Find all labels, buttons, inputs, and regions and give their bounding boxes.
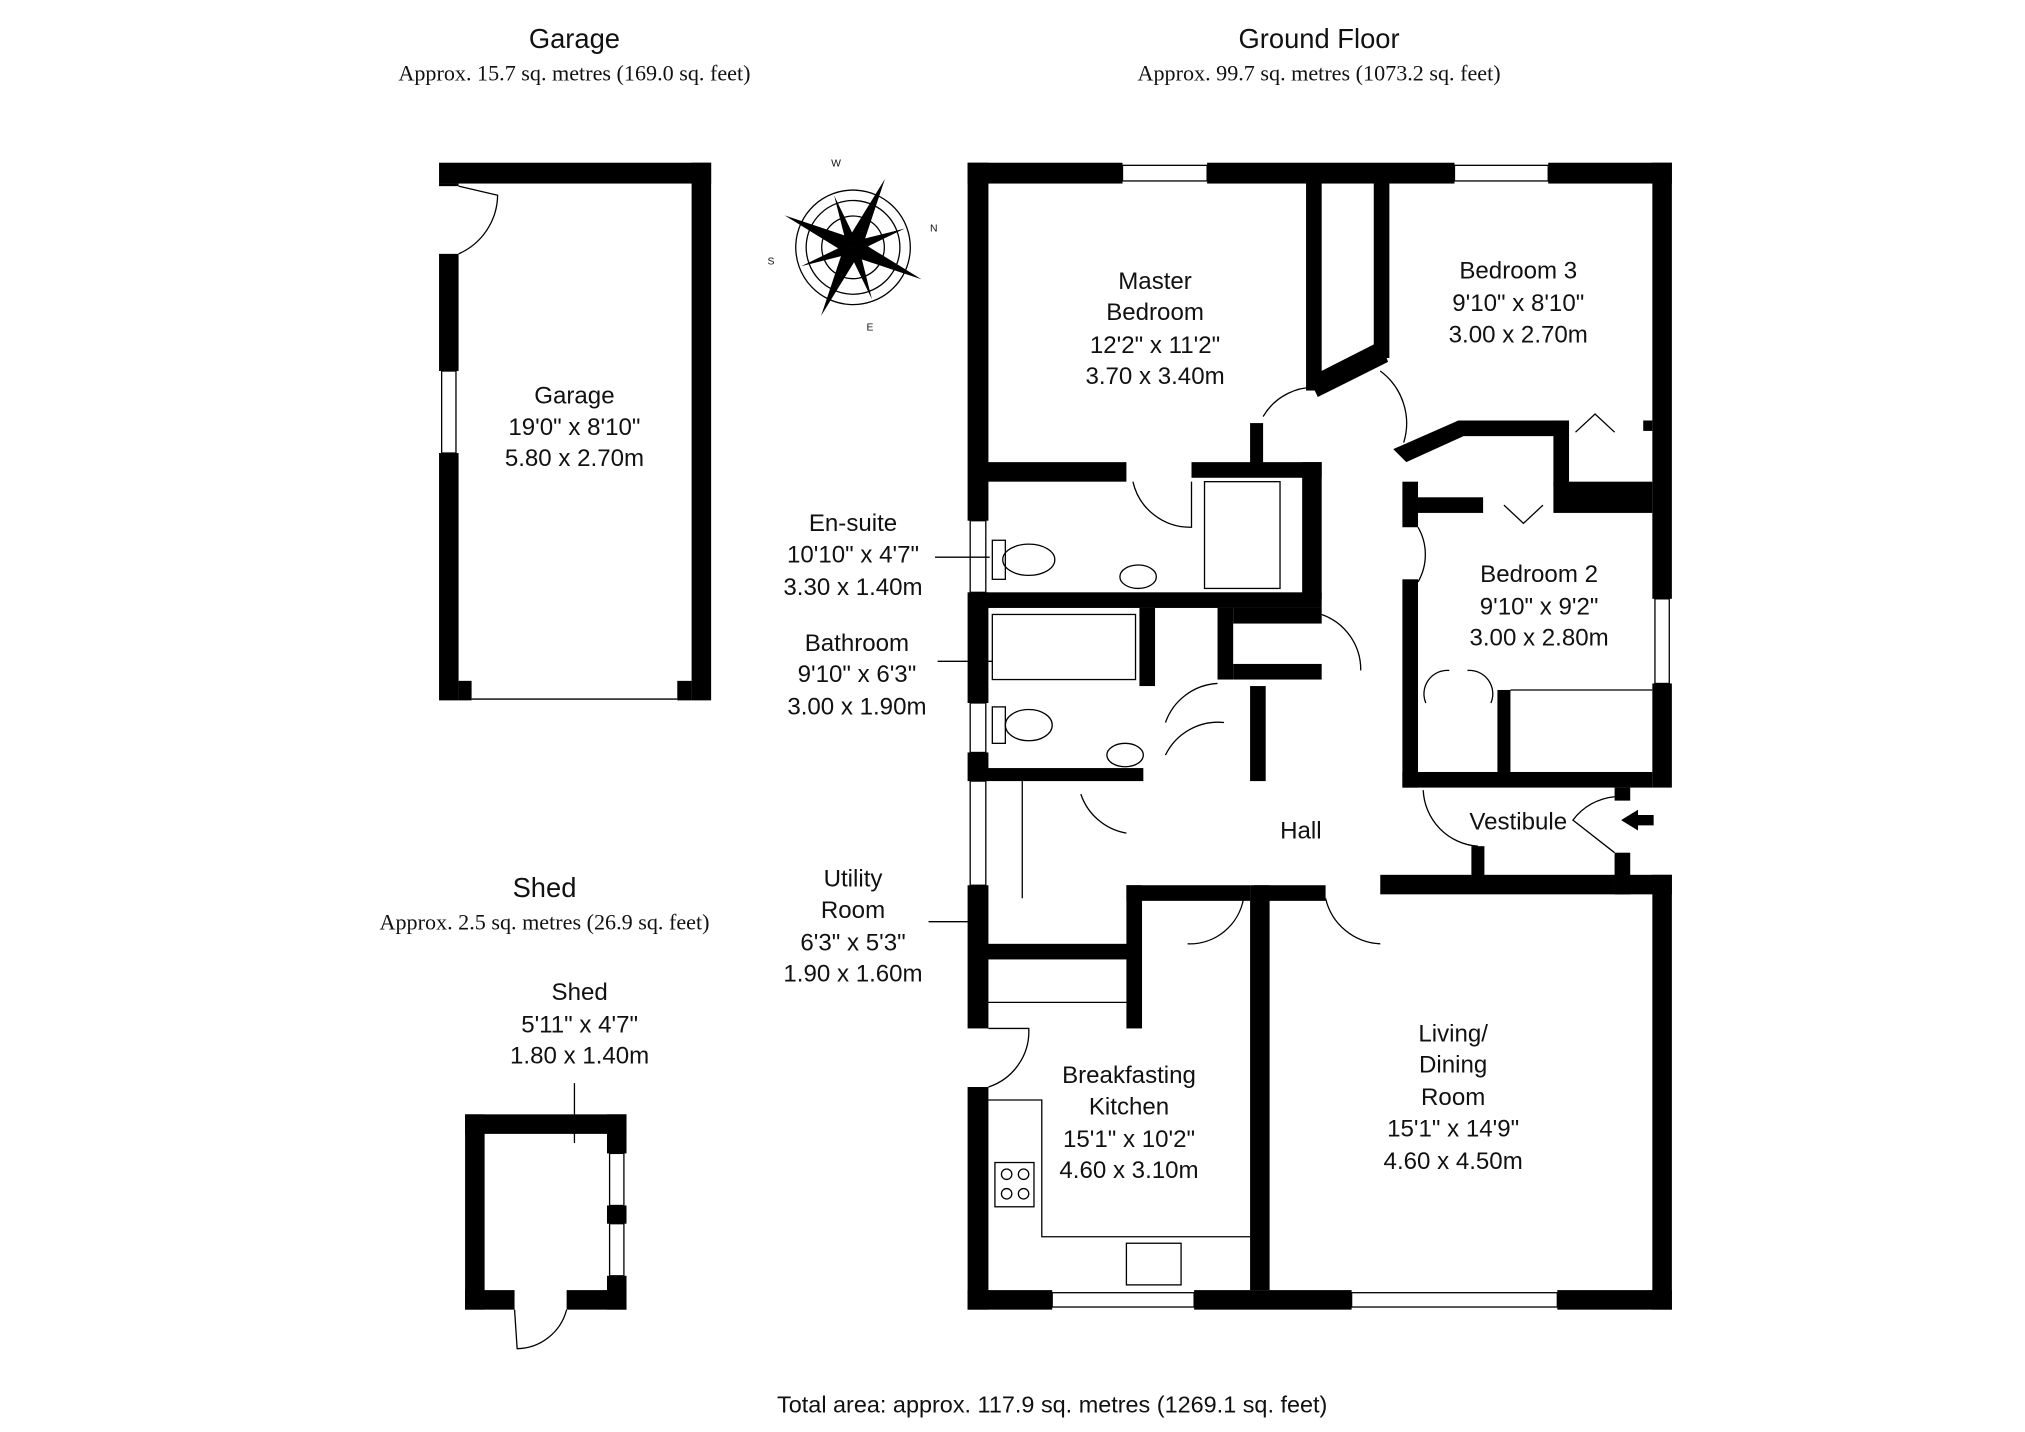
kitchen-metric: 4.60 x 3.10m <box>1059 1157 1198 1184</box>
master-metric: 3.70 x 3.40m <box>1085 363 1224 390</box>
entrance-arrow-icon <box>1621 809 1654 831</box>
bathroom-metric: 3.00 x 1.90m <box>787 694 926 721</box>
total-area: Total area: approx. 117.9 sq. metres (12… <box>777 1391 1327 1417</box>
bedroom2-imperial: 9'10" x 9'2" <box>1480 593 1599 620</box>
living-name-3: Room <box>1421 1084 1485 1111</box>
room-hall: Hall <box>1280 817 1321 844</box>
bedroom3-metric: 3.00 x 2.70m <box>1449 321 1588 348</box>
utility-metric: 1.90 x 1.60m <box>783 961 922 988</box>
compass-s: S <box>768 256 775 267</box>
room-vestibule: Vestibule <box>1469 808 1567 835</box>
bathroom-name: Bathroom <box>805 630 909 657</box>
room-utility: Utility Room 6'3" x 5'3" 1.90 x 1.60m <box>783 866 922 988</box>
compass-rose-icon <box>784 178 922 316</box>
master-imperial: 12'2" x 11'2" <box>1090 332 1220 359</box>
garage-title: Garage <box>529 23 620 54</box>
compass-n: N <box>930 224 938 235</box>
living-name-2: Dining <box>1419 1052 1487 1079</box>
room-bedroom-3: Bedroom 3 9'10" x 8'10" 3.00 x 2.70m <box>1449 258 1588 349</box>
shed-area: Approx. 2.5 sq. metres (26.9 sq. feet) <box>380 909 710 934</box>
ground-floor-area: Approx. 99.7 sq. metres (1073.2 sq. feet… <box>1138 61 1501 86</box>
kitchen-name-1: Breakfasting <box>1062 1062 1196 1089</box>
room-living-dining: Living/ Dining Room 15'1" x 14'9" 4.60 x… <box>1384 1020 1523 1175</box>
room-shed: Shed 5'11" x 4'7" 1.80 x 1.40m <box>510 979 649 1070</box>
shed-imperial: 5'11" x 4'7" <box>521 1011 638 1038</box>
master-name-1: Master <box>1118 268 1192 295</box>
room-kitchen: Breakfasting Kitchen 15'1" x 10'2" 4.60 … <box>1059 1062 1198 1184</box>
room-master-bedroom: Master Bedroom 12'2" x 11'2" 3.70 x 3.40… <box>1085 268 1224 390</box>
living-name-1: Living/ <box>1418 1020 1488 1047</box>
bathroom-imperial: 9'10" x 6'3" <box>798 661 917 688</box>
bedroom3-name: Bedroom 3 <box>1459 258 1577 285</box>
shed-title: Shed <box>513 872 577 903</box>
garage-area: Approx. 15.7 sq. metres (169.0 sq. feet) <box>398 61 750 86</box>
utility-imperial: 6'3" x 5'3" <box>800 929 905 956</box>
ensuite-imperial: 10'10" x 4'7" <box>787 541 919 568</box>
shed-name: Shed <box>552 979 608 1006</box>
garage-room-name: Garage <box>534 383 614 410</box>
ground-floor-title: Ground Floor <box>1239 23 1400 54</box>
room-bathroom: Bathroom 9'10" x 6'3" 3.00 x 1.90m <box>787 630 926 721</box>
compass-e: E <box>866 323 873 334</box>
shed-metric: 1.80 x 1.40m <box>510 1043 649 1070</box>
master-name-2: Bedroom <box>1106 299 1204 326</box>
bedroom2-metric: 3.00 x 2.80m <box>1469 625 1608 652</box>
ground-floor-plan <box>967 162 1672 1310</box>
compass-w: W <box>831 159 841 170</box>
bedroom2-name: Bedroom 2 <box>1480 561 1598 588</box>
living-imperial: 15'1" x 14'9" <box>1387 1115 1519 1142</box>
room-en-suite: En-suite 10'10" x 4'7" 3.30 x 1.40m <box>783 510 922 601</box>
kitchen-imperial: 15'1" x 10'2" <box>1063 1126 1195 1153</box>
kitchen-name-2: Kitchen <box>1089 1093 1169 1120</box>
garage-plan <box>439 162 712 701</box>
garage-room-metric: 5.80 x 2.70m <box>505 445 644 472</box>
utility-name-2: Room <box>821 897 885 924</box>
garage-room-imperial: 19'0" x 8'10" <box>508 414 640 441</box>
bedroom3-imperial: 9'10" x 8'10" <box>1452 290 1584 317</box>
shed-plan <box>465 1114 627 1350</box>
room-bedroom-2: Bedroom 2 9'10" x 9'2" 3.00 x 2.80m <box>1469 561 1608 652</box>
living-metric: 4.60 x 4.50m <box>1384 1148 1523 1175</box>
ensuite-name: En-suite <box>809 510 897 537</box>
utility-name-1: Utility <box>824 866 883 893</box>
ensuite-metric: 3.30 x 1.40m <box>783 574 922 601</box>
